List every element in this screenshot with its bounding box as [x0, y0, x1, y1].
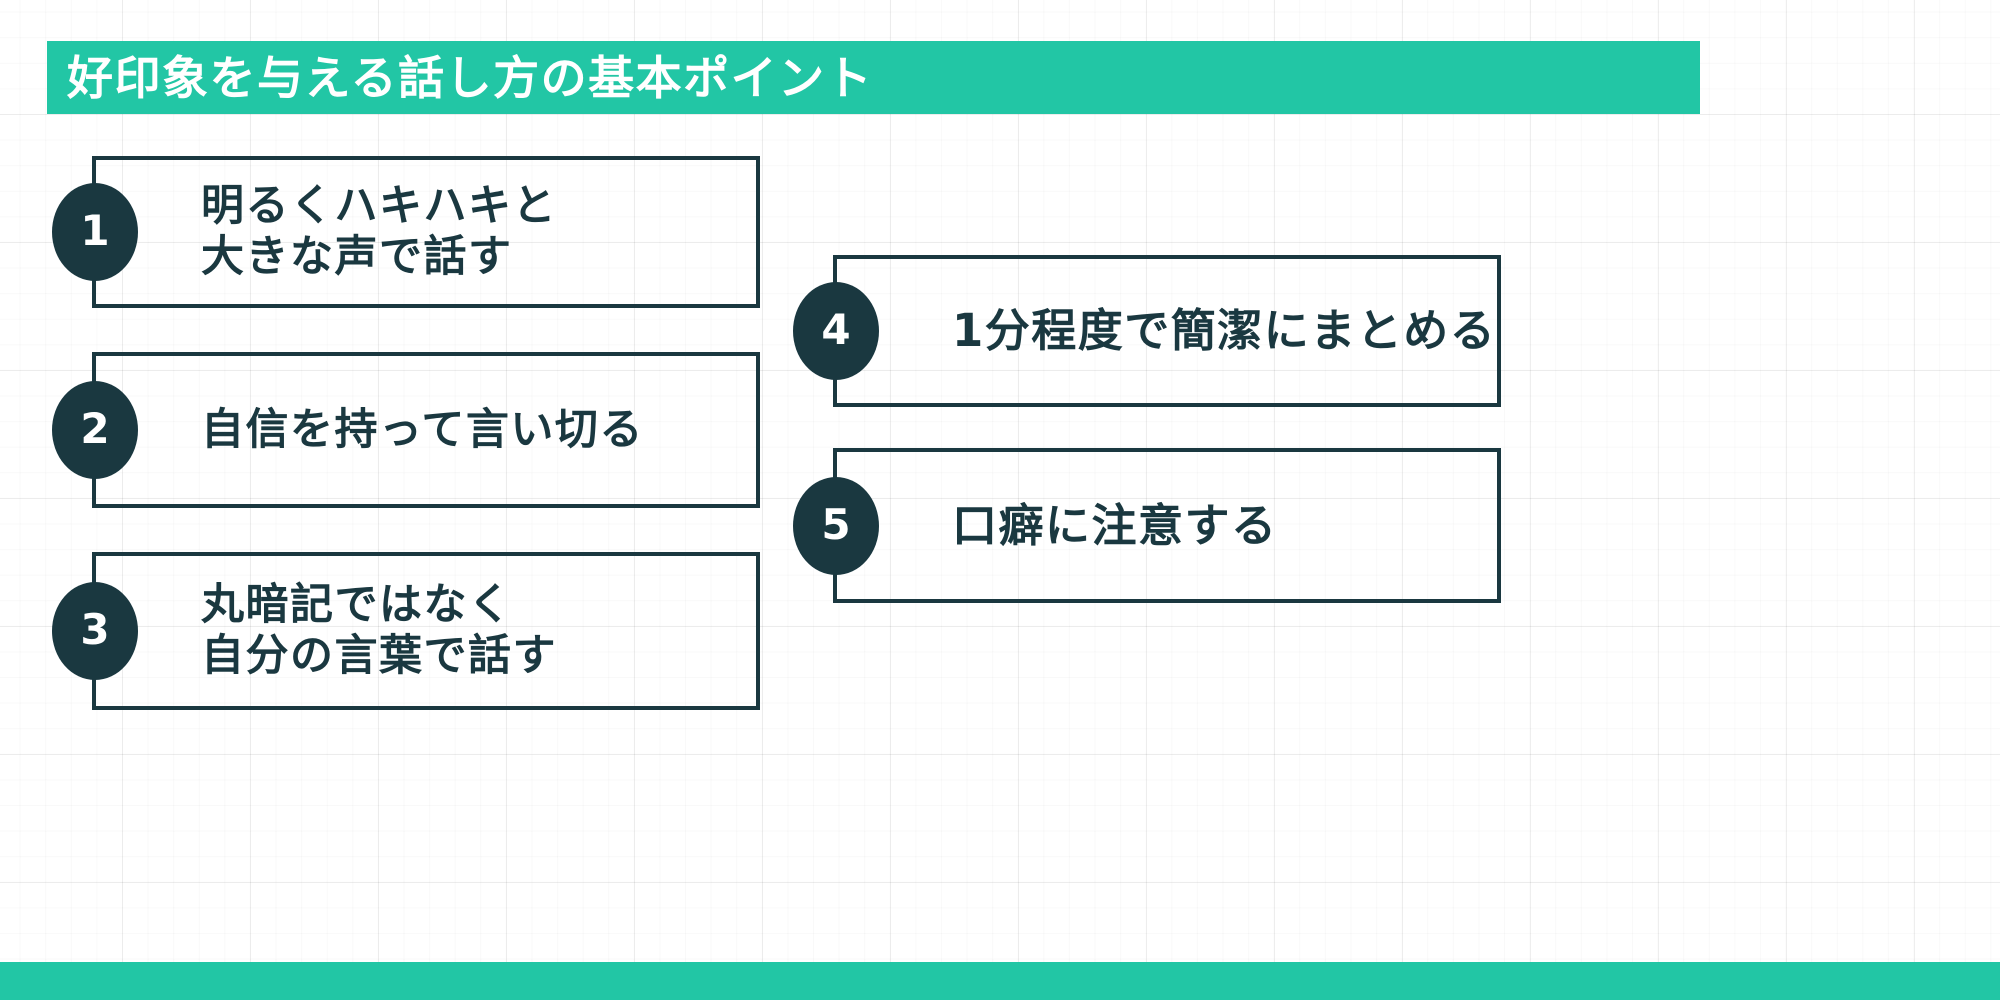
- point-card-3: 3 丸暗記ではなく 自分の言葉で話す: [52, 552, 760, 710]
- title-banner: 好印象を与える話し方の基本ポイント: [47, 41, 1700, 114]
- point-text-5: 口癖に注意する: [952, 498, 1278, 552]
- point-card-2: 2 自信を持って言い切る: [52, 352, 760, 508]
- point-number-badge-3: 3: [52, 582, 138, 680]
- point-text-2: 自信を持って言い切る: [201, 404, 644, 455]
- point-number-badge-1: 1: [52, 183, 138, 281]
- point-text-4: 1分程度で簡潔にまとめる: [952, 304, 1497, 358]
- bottom-accent-bar: [0, 962, 2000, 1000]
- point-text-3: 丸暗記ではなく 自分の言葉で話す: [201, 580, 557, 681]
- page-title: 好印象を与える話し方の基本ポイント: [67, 50, 874, 105]
- point-card-4: 4 1分程度で簡潔にまとめる: [793, 255, 1501, 407]
- point-number-badge-5: 5: [793, 476, 879, 575]
- point-number-badge-2: 2: [52, 381, 138, 479]
- point-card-5: 5 口癖に注意する: [793, 448, 1501, 603]
- point-card-1: 1 明るくハキハキと 大きな声で話す: [52, 156, 760, 308]
- point-text-1: 明るくハキハキと 大きな声で話す: [201, 181, 557, 282]
- point-number-badge-4: 4: [793, 282, 879, 380]
